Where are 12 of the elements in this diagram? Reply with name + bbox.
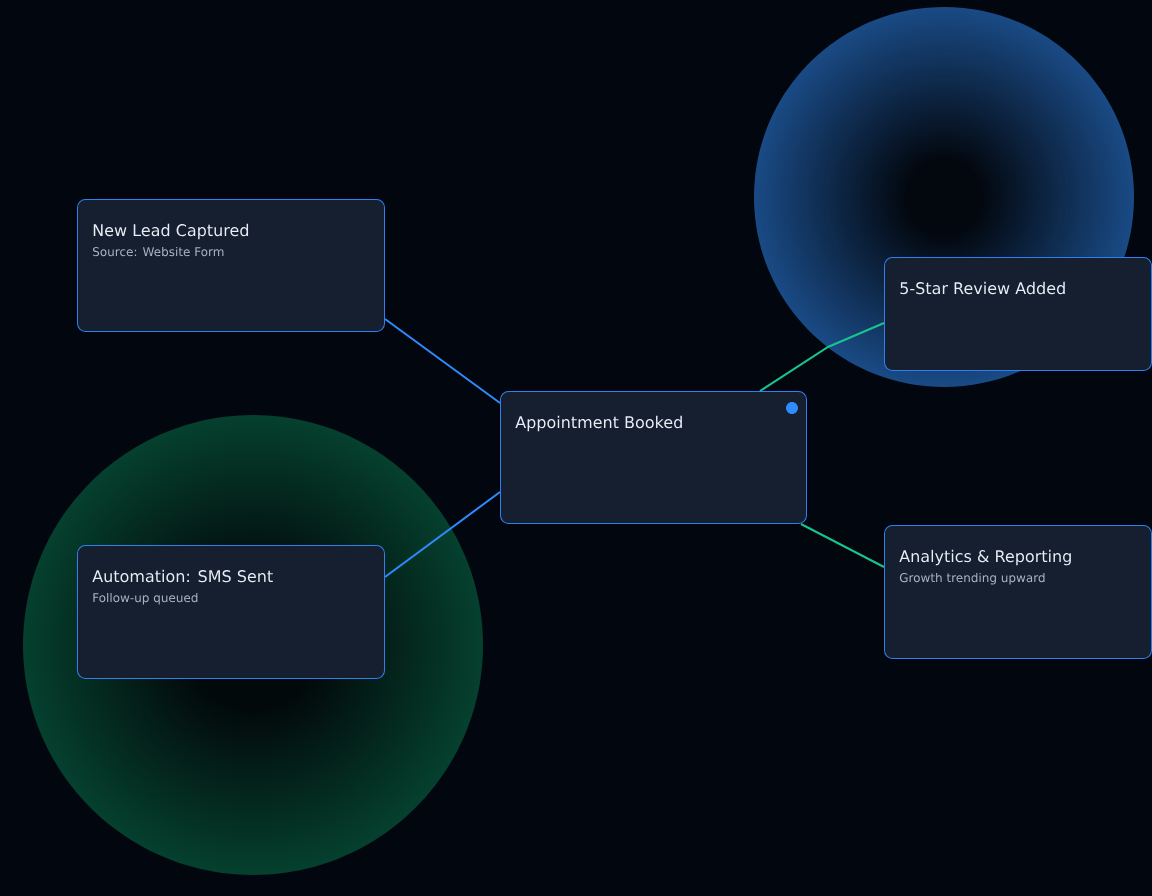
box-title: Automation: SMS Sent	[92, 569, 273, 583]
connector-line	[800, 523, 885, 568]
box-title: Analytics & Reporting	[899, 549, 1071, 566]
box-title: 5-Star Review Added	[900, 281, 1065, 295]
connector-line	[384, 318, 501, 404]
box-subtitle: Follow-up queued	[93, 592, 198, 605]
box-title: New Lead Captured	[93, 223, 249, 240]
box-title: Appointment Booked	[515, 415, 682, 432]
connector-line	[759, 322, 885, 392]
connector-line	[384, 491, 501, 578]
box-subtitle: Growth trending upward	[899, 572, 1045, 585]
box-subtitle: Source: Website Form	[93, 246, 224, 257]
